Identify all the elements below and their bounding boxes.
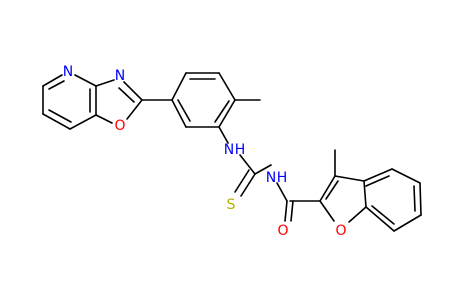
bond	[334, 175, 365, 182]
bond	[218, 72, 236, 101]
bond	[371, 205, 395, 225]
amide-group	[276, 182, 321, 222]
bond	[118, 87, 135, 103]
amine-nitrogen-label: N	[224, 142, 234, 158]
bond	[234, 169, 250, 193]
bond	[239, 154, 256, 175]
bond	[177, 99, 191, 122]
furan-ring	[319, 175, 367, 223]
carbonyl-oxygen-label: O	[277, 223, 288, 239]
thione-sulfur-label: S	[227, 197, 236, 213]
oxazole-ring	[95, 79, 143, 124]
bond	[290, 200, 294, 222]
amine-hydrogen-label: H	[235, 142, 246, 158]
bond	[325, 180, 339, 200]
amide-nitrogen-label: N	[266, 170, 276, 186]
bond	[348, 206, 367, 223]
bond	[284, 200, 288, 222]
bond	[393, 214, 422, 232]
bond	[126, 99, 143, 120]
bond	[276, 182, 288, 202]
bond	[123, 81, 143, 101]
bond	[214, 100, 230, 123]
bond	[240, 173, 256, 197]
bond	[363, 168, 393, 182]
pyridine-ring	[42, 74, 97, 130]
oxazole-nitrogen-label: N	[115, 68, 125, 84]
bond	[365, 175, 390, 187]
bond	[363, 180, 367, 208]
atom-labels: N N O N H N H S O O	[63, 64, 347, 239]
bond	[391, 168, 421, 184]
bond	[419, 182, 422, 216]
benzo-ring	[363, 168, 422, 232]
bond	[319, 175, 336, 202]
bond	[95, 114, 113, 124]
bond	[171, 72, 187, 101]
thiourea-group	[234, 154, 272, 197]
bond	[48, 109, 72, 123]
bond	[218, 99, 236, 128]
amide-hydrogen-label: H	[277, 170, 288, 186]
oxazole-oxygen-label: O	[114, 118, 125, 134]
bond	[254, 164, 272, 175]
bond	[48, 80, 65, 90]
bond	[74, 74, 97, 87]
bond	[218, 126, 229, 144]
bond	[319, 200, 335, 222]
bond	[171, 99, 187, 128]
bond	[69, 114, 97, 130]
bond	[42, 113, 71, 130]
pyridine-nitrogen-label: N	[63, 64, 73, 80]
tolyl-ring	[171, 72, 236, 128]
bond	[365, 206, 395, 232]
bond	[413, 185, 416, 212]
bond	[42, 74, 63, 87]
furan-oxygen-label: O	[335, 223, 346, 239]
bond	[95, 79, 115, 87]
